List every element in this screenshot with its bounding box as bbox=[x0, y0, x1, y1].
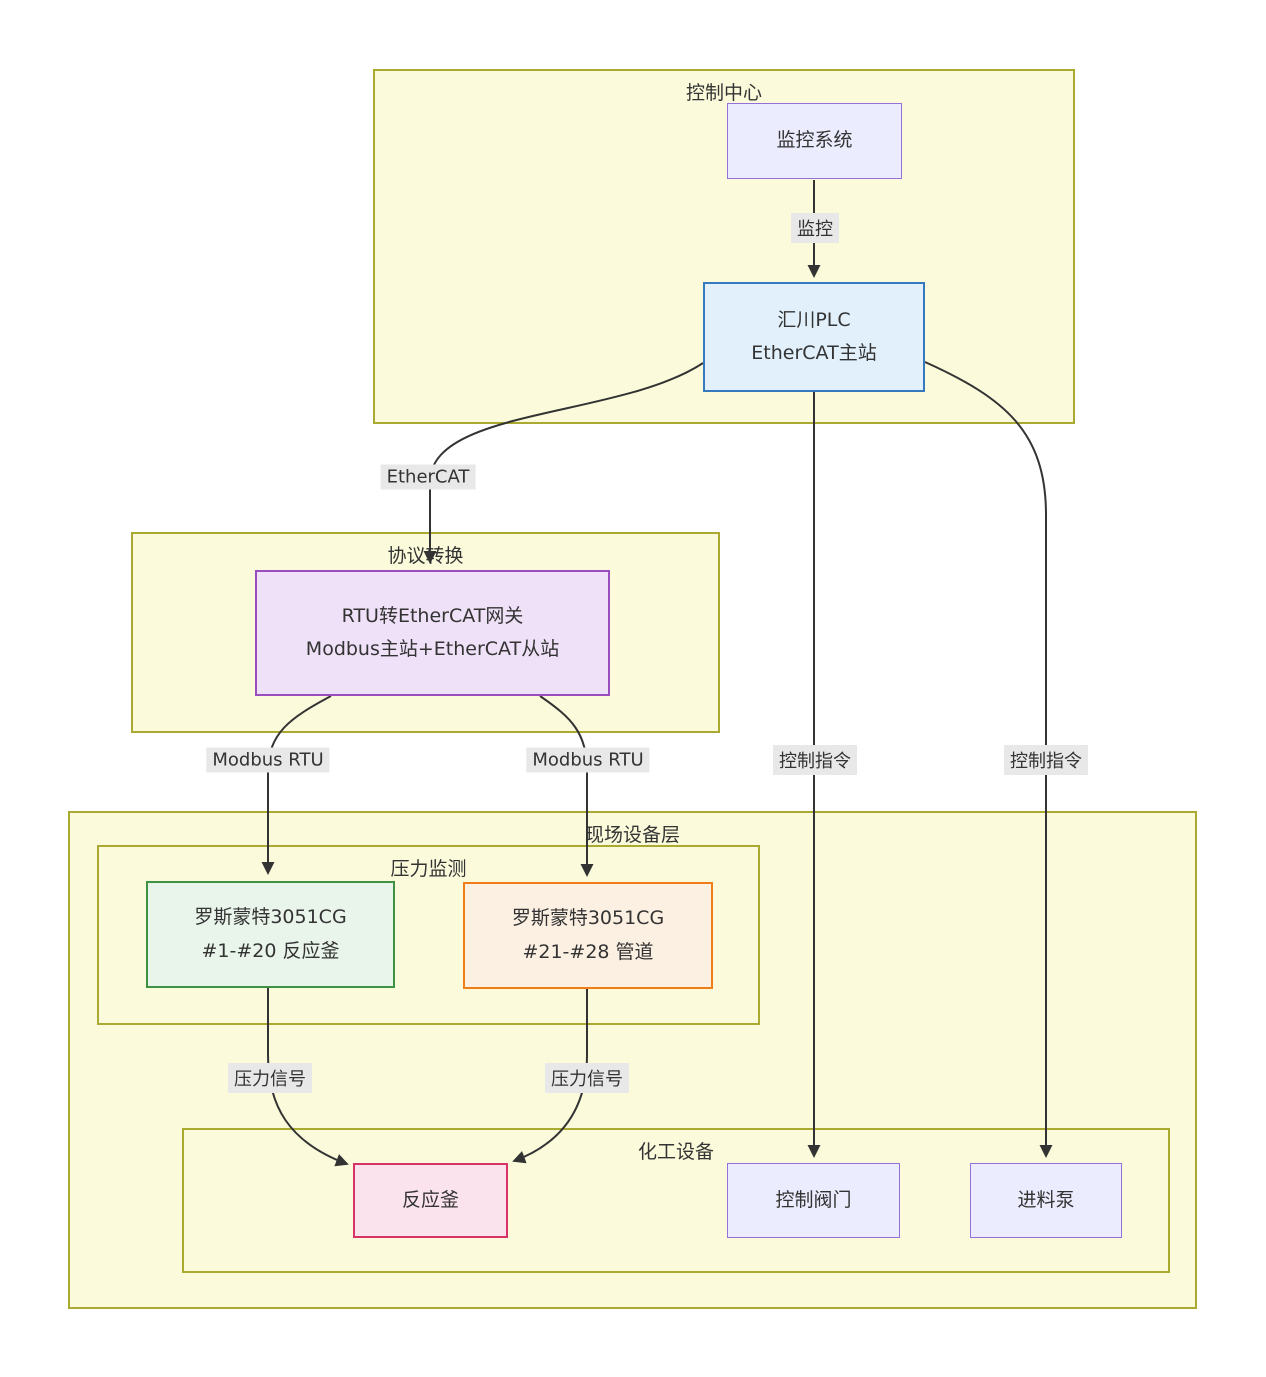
edge-plc-to-gateway bbox=[423, 362, 704, 564]
node-monitor-system: 监控系统 bbox=[727, 103, 902, 179]
node-sensor-pipe-line1: 罗斯蒙特3051CG bbox=[511, 907, 665, 930]
edge-sensor-pipe-to-reactor bbox=[512, 989, 588, 1164]
node-plc-master-line2: EtherCAT主站 bbox=[751, 342, 877, 364]
node-rtu-gateway-line1: RTU转EtherCAT网关 bbox=[341, 604, 524, 627]
node-control-valve-label: 控制阀门 bbox=[775, 1188, 852, 1211]
node-feed-pump-label: 进料泵 bbox=[1017, 1188, 1075, 1211]
edge-gateway-to-sensor-reactor bbox=[261, 695, 332, 875]
subgraph-title-pressure-monitoring: 压力监测 bbox=[390, 858, 467, 880]
node-plc-master: 汇川PLC EtherCAT主站 bbox=[703, 282, 925, 392]
node-sensor-pipe: 罗斯蒙特3051CG #21-#28 管道 bbox=[463, 882, 713, 989]
node-reactor-label: 反应釜 bbox=[401, 1188, 459, 1211]
node-control-valve: 控制阀门 bbox=[727, 1163, 900, 1238]
edge-plc-to-pump bbox=[924, 361, 1053, 1158]
subgraph-title-field-layer: 现场设备层 bbox=[584, 824, 681, 846]
node-sensor-reactor-line1: 罗斯蒙特3051CG bbox=[194, 906, 347, 929]
edge-label-monitor: 监控 bbox=[791, 213, 839, 243]
node-rtu-gateway: RTU转EtherCAT网关 Modbus主站+EtherCAT从站 bbox=[255, 570, 610, 696]
subgraph-title-control-center: 控制中心 bbox=[685, 82, 763, 104]
edge-label-modbus-rtu-2: Modbus RTU bbox=[526, 747, 650, 773]
node-feed-pump: 进料泵 bbox=[970, 1163, 1122, 1238]
edge-sensor-reactor-to-reactor bbox=[267, 988, 349, 1167]
edge-label-pressure-signal-1: 压力信号 bbox=[228, 1063, 312, 1093]
node-reactor: 反应釜 bbox=[353, 1163, 508, 1238]
node-monitor-system-label: 监控系统 bbox=[776, 129, 853, 152]
edge-label-control-cmd-1: 控制指令 bbox=[773, 745, 857, 775]
edge-label-modbus-rtu-1: Modbus RTU bbox=[206, 747, 330, 773]
edge-label-control-cmd-2: 控制指令 bbox=[1004, 745, 1088, 775]
edge-label-pressure-signal-2: 压力信号 bbox=[545, 1063, 629, 1093]
node-sensor-reactor-line2: #1-#20 反应釜 bbox=[201, 939, 340, 962]
node-plc-master-line1: 汇川PLC bbox=[777, 308, 851, 331]
subgraph-title-chemical-equipment: 化工设备 bbox=[637, 1141, 715, 1163]
edge-label-ethercat: EtherCAT bbox=[380, 464, 476, 490]
edge-gateway-to-sensor-pipe bbox=[539, 695, 594, 877]
node-sensor-pipe-line2: #21-#28 管道 bbox=[522, 940, 654, 963]
node-rtu-gateway-line2: Modbus主站+EtherCAT从站 bbox=[305, 638, 560, 660]
node-sensor-reactor: 罗斯蒙特3051CG #1-#20 反应釜 bbox=[146, 881, 395, 988]
subgraph-protocol: 协议转换 bbox=[131, 532, 720, 733]
